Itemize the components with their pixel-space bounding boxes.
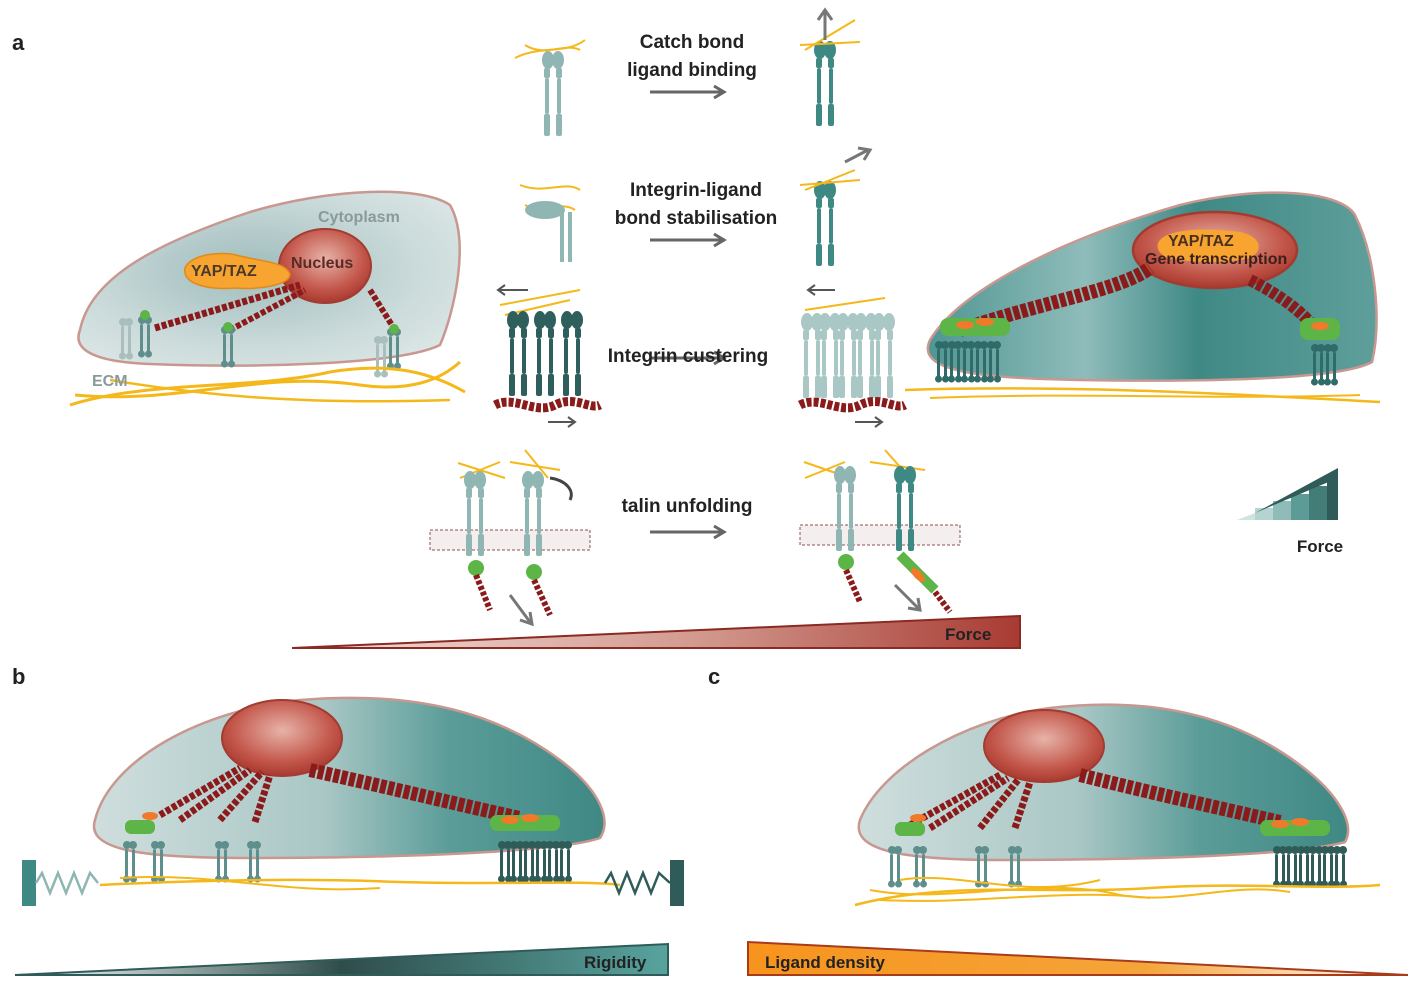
force-legend-label: Force [1297,537,1343,556]
force-bar-label: Force [945,625,991,644]
stabilisation-line1: Integrin-ligand [630,180,762,201]
panel-label-c: c [708,664,720,689]
nucleus-label: Nucleus [291,255,353,272]
yap-taz-label-right: YAP/TAZ [1168,233,1234,250]
ligand-density-label: Ligand density [765,953,886,972]
rigidity-label: Rigidity [584,953,647,972]
ecm-label: ECM [92,373,128,390]
catch-bond-line2: ligand binding [627,60,757,81]
clustering-label: Integrin custering [608,346,768,367]
force-step-legend [1237,468,1338,520]
panel-c-cell [855,705,1380,905]
panel-b-cell [22,698,684,906]
talin-unfolding-step [430,450,960,624]
panel-label-b: b [12,664,25,689]
gene-transcription-label: Gene transcription [1145,251,1287,268]
panel-label-a: a [12,30,25,55]
catch-bond-line1: Catch bond [640,32,745,53]
yap-taz-label-left: YAP/TAZ [191,263,257,280]
stabilisation-line2: bond stabilisation [615,208,778,229]
bond-stabilisation-step [520,148,870,266]
cytoplasm-label: Cytoplasm [318,209,400,226]
right-cell [905,193,1380,402]
rigidity-gradient-bar [15,944,668,975]
talin-label: talin unfolding [622,496,753,517]
left-cell [70,192,465,405]
force-gradient-bar [292,616,1020,648]
